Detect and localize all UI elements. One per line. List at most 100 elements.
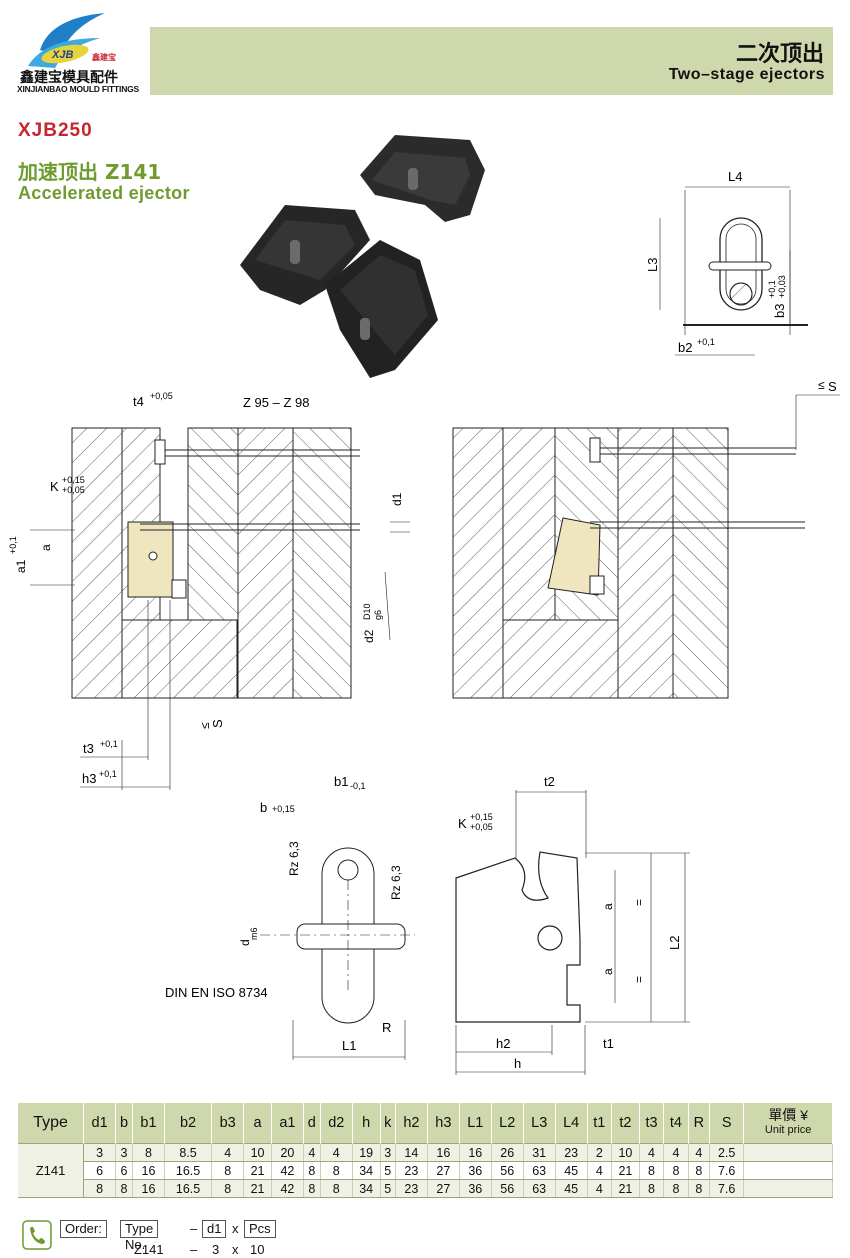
dimension-lines-left: [30, 521, 410, 790]
order-field-d1: d1: [202, 1220, 227, 1238]
table-cell: 23: [555, 1143, 588, 1162]
product-name-en: Accelerated ejector: [18, 183, 190, 203]
table-cell: 16: [427, 1143, 460, 1162]
product-name-cn: 加速顶出 Z141: [18, 160, 162, 184]
col-header: t4: [663, 1103, 689, 1144]
label-K: K: [50, 479, 59, 494]
col-header: Type: [18, 1103, 85, 1144]
col-header: b1: [132, 1103, 165, 1144]
label-K2-tol1: +0,15: [470, 812, 493, 822]
col-header: t2: [611, 1103, 640, 1144]
col-header: k: [380, 1103, 396, 1144]
header-band: [150, 27, 833, 95]
label-rz-left: Rz 6,3: [287, 841, 301, 876]
table-cell: 56: [491, 1161, 524, 1180]
col-header: d: [303, 1103, 321, 1144]
label-L1: L1: [342, 1038, 356, 1053]
brand-logo: XJB 鑫建宝: [28, 13, 116, 68]
table-cell: 10: [611, 1143, 640, 1162]
col-header: t3: [639, 1103, 665, 1144]
col-header-price: 單價 ¥ Unit price: [743, 1103, 833, 1144]
table-header-row: Type d1 b b1 b2 b3 a a1 d d2 h k h2 h3 L…: [18, 1103, 833, 1144]
table-cell: 14: [395, 1143, 428, 1162]
col-header: b2: [164, 1103, 213, 1144]
table-cell: 63: [523, 1161, 556, 1180]
table-cell: 3: [115, 1143, 133, 1162]
table-cell-price: [743, 1143, 833, 1162]
table-cell: 8: [320, 1161, 353, 1180]
table-cell: 8: [663, 1161, 689, 1180]
table-cell: 4: [320, 1143, 353, 1162]
table-cell: 4: [688, 1143, 711, 1162]
label-b: b: [260, 800, 267, 815]
table-cell: 36: [459, 1161, 492, 1180]
table-cell: 10: [243, 1143, 272, 1162]
label-dm6: d: [238, 939, 252, 946]
label-K-tol1: +0,15: [62, 475, 85, 485]
label-z-range: Z 95 – Z 98: [243, 395, 309, 410]
table-cell: 20: [271, 1143, 304, 1162]
table-cell: 56: [491, 1179, 524, 1198]
label-b-tol: +0,15: [272, 804, 295, 814]
phone-icon: [22, 1220, 52, 1250]
label-t2: t2: [544, 774, 555, 789]
table-cell: 23: [395, 1179, 428, 1198]
label-L4: L4: [728, 169, 742, 184]
label-b3-tol1: +0,1: [767, 280, 777, 298]
table-cell: 8: [688, 1179, 711, 1198]
table-cell: 16: [132, 1179, 165, 1198]
table-cell: 8.5: [164, 1143, 213, 1162]
order-example-type: Z141: [134, 1242, 164, 1257]
table-cell: 45: [555, 1161, 588, 1180]
label-K-tol2: +0,05: [62, 485, 85, 495]
label-t3-tol: +0,1: [100, 739, 118, 749]
table-cell: 63: [523, 1179, 556, 1198]
label-t4: t4: [133, 394, 144, 409]
technical-drawing: L4 L3 b2 +0,1 b3 +0,1 +0,03 t4 +0,05 Z 9…: [8, 135, 840, 1075]
top-view: [659, 186, 808, 356]
table-cell: 2: [587, 1143, 613, 1162]
col-header: a1: [271, 1103, 304, 1144]
table-cell: 8: [303, 1161, 321, 1180]
price-header-en: Unit price: [764, 1124, 812, 1136]
table-cell: 4: [639, 1143, 665, 1162]
label-R: R: [382, 1020, 391, 1035]
label-K2-tol2: +0,05: [470, 822, 493, 832]
table-cell: 8: [211, 1179, 245, 1198]
table-cell: 42: [271, 1161, 304, 1180]
table-cell: 8: [211, 1161, 245, 1180]
table-cell: 8: [303, 1179, 321, 1198]
label-t3: t3: [83, 741, 94, 756]
table-cell: 8: [639, 1161, 665, 1180]
table-cell: 27: [427, 1161, 460, 1180]
table-cell: 45: [555, 1179, 588, 1198]
table-cell: 8: [132, 1143, 165, 1162]
order-label: Order:: [60, 1220, 107, 1238]
table-cell: 26: [491, 1143, 524, 1162]
table-cell: 16.5: [164, 1161, 213, 1180]
label-b3-tol2: +0,03: [777, 275, 787, 298]
table-cell: 4: [587, 1161, 613, 1180]
table-cell: 8: [83, 1179, 117, 1198]
table-cell: 21: [243, 1179, 272, 1198]
label-a: a: [39, 544, 53, 551]
col-header: h2: [395, 1103, 428, 1144]
table-cell: 8: [115, 1179, 133, 1198]
label-eq-lower: =: [632, 976, 646, 983]
table-cell: 34: [352, 1179, 381, 1198]
table-cell: 4: [663, 1143, 689, 1162]
label-b1-tol: -0,1: [350, 781, 366, 791]
col-header: a: [243, 1103, 272, 1144]
table-cell: 16.5: [164, 1179, 213, 1198]
label-h: h: [514, 1056, 521, 1071]
table-cell: 6: [83, 1161, 117, 1180]
table-cell: 27: [427, 1179, 460, 1198]
label-rz-right: Rz 6,3: [389, 865, 403, 900]
table-cell: 7.6: [709, 1179, 745, 1198]
label-din: DIN EN ISO 8734: [165, 985, 268, 1000]
order-example-d1: 3: [212, 1242, 220, 1257]
label-h3: h3: [82, 771, 96, 786]
order-field-pcs: Pcs: [244, 1220, 276, 1238]
table-cell: 5: [380, 1161, 396, 1180]
col-header: h: [352, 1103, 381, 1144]
